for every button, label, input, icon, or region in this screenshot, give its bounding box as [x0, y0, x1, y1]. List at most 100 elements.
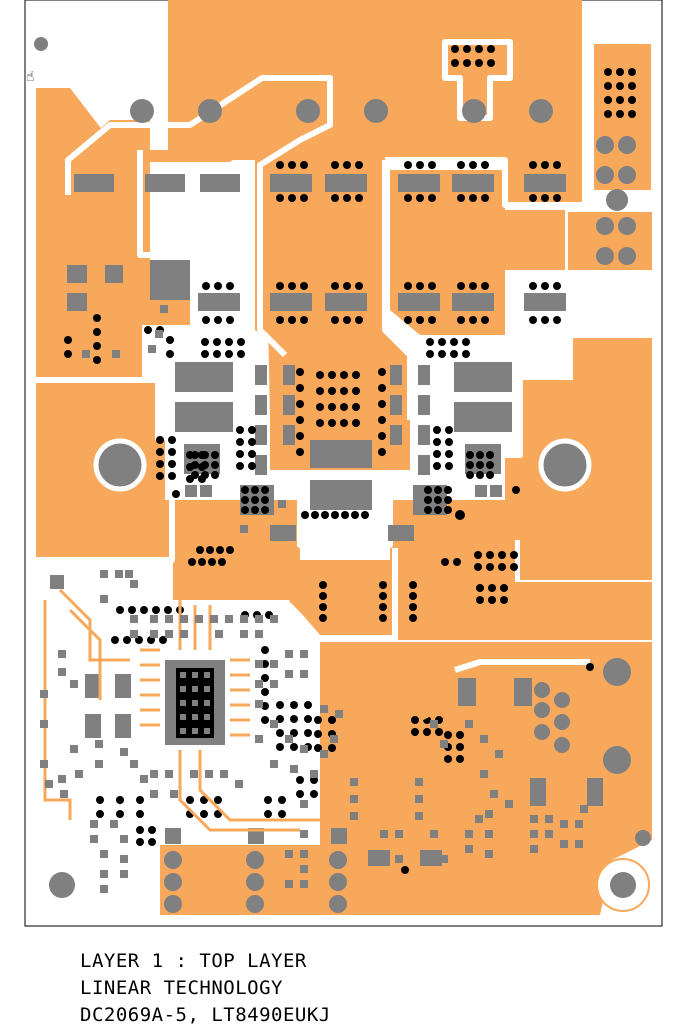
via	[214, 316, 222, 324]
via	[450, 350, 458, 358]
via	[236, 438, 244, 446]
via	[310, 790, 318, 798]
via	[64, 336, 72, 344]
smd-component	[130, 580, 138, 588]
via	[191, 461, 199, 469]
smd-component	[190, 770, 198, 778]
via	[476, 596, 484, 604]
smd-component	[465, 830, 473, 838]
smd-component	[395, 855, 403, 863]
via	[378, 384, 386, 392]
via	[296, 400, 304, 408]
via	[404, 282, 412, 290]
via	[225, 338, 233, 346]
smd-component	[300, 830, 308, 838]
via	[251, 506, 259, 514]
via	[201, 350, 209, 358]
smd-component	[100, 850, 108, 858]
via	[93, 356, 101, 364]
via	[340, 387, 348, 395]
via	[164, 606, 172, 614]
smd-component	[40, 690, 48, 698]
smd-component	[225, 615, 233, 623]
via	[288, 194, 296, 202]
via	[411, 728, 419, 736]
smd-component	[120, 855, 128, 863]
via	[378, 400, 386, 408]
via	[438, 350, 446, 358]
via	[444, 496, 452, 504]
via	[198, 558, 206, 566]
smd-component	[240, 630, 248, 638]
smd-component	[415, 812, 423, 820]
smd-component	[350, 812, 358, 820]
controller-ic	[165, 660, 225, 745]
via	[64, 350, 72, 358]
smd-component	[150, 770, 158, 778]
via	[264, 810, 272, 818]
smd-component	[285, 525, 293, 533]
via	[628, 68, 636, 76]
via	[438, 338, 446, 346]
via	[128, 606, 136, 614]
via	[188, 558, 196, 566]
via	[168, 460, 176, 468]
smd-component	[270, 760, 278, 768]
smd-component	[110, 820, 118, 828]
via	[304, 701, 312, 709]
via	[476, 471, 484, 479]
smd-component	[125, 570, 133, 578]
via	[328, 744, 336, 752]
smd-component	[415, 778, 423, 786]
via	[248, 438, 256, 446]
via	[604, 96, 612, 104]
via	[424, 486, 432, 494]
via	[416, 282, 424, 290]
smd-component	[380, 830, 388, 838]
via	[457, 161, 465, 169]
via	[434, 506, 442, 514]
via	[316, 387, 324, 395]
smd-component	[480, 770, 488, 778]
via	[462, 350, 470, 358]
via	[278, 796, 286, 804]
via	[433, 462, 441, 470]
via	[300, 316, 308, 324]
via	[261, 496, 269, 504]
smd-component	[270, 660, 278, 668]
via	[331, 161, 339, 169]
via	[628, 110, 636, 118]
via	[378, 432, 386, 440]
via	[487, 59, 495, 67]
smd-component	[120, 835, 128, 843]
via	[541, 161, 549, 169]
via	[423, 728, 431, 736]
via	[500, 596, 508, 604]
via	[510, 551, 518, 559]
via	[553, 194, 561, 202]
via	[469, 282, 477, 290]
smd-component	[45, 780, 53, 788]
via	[411, 716, 419, 724]
smd-component	[270, 615, 278, 623]
smd-component	[112, 350, 120, 358]
smd-component	[90, 835, 98, 843]
smd-component	[300, 865, 308, 873]
via	[361, 511, 369, 519]
smd-component	[235, 780, 243, 788]
smd-component	[140, 775, 148, 783]
via	[457, 316, 465, 324]
smd-component	[485, 830, 493, 838]
via	[328, 387, 336, 395]
via	[290, 701, 298, 709]
smd-component	[475, 815, 483, 823]
smd-component	[485, 850, 493, 858]
smd-component	[58, 775, 66, 783]
via	[529, 282, 537, 290]
smd-component	[255, 735, 263, 743]
smd-component	[300, 745, 308, 753]
smd-component	[150, 615, 158, 623]
smd-component	[255, 680, 263, 688]
via	[186, 796, 194, 804]
via	[475, 45, 483, 53]
